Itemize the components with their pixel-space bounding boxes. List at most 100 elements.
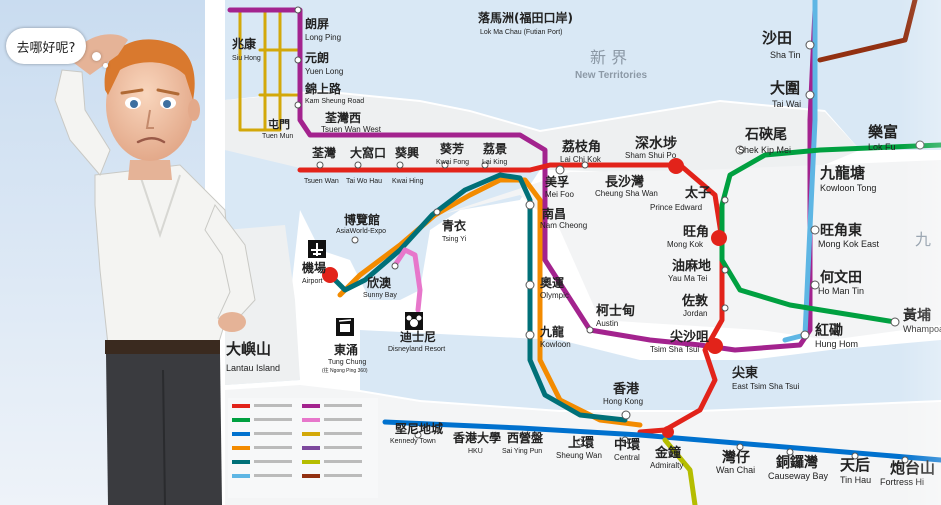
interchange-markers	[322, 158, 727, 438]
tsuen-wan-line	[297, 162, 725, 435]
mong-kok-east-zh: 旺角東	[820, 222, 862, 239]
tsuen-wan-west-en: Tsuen Wan West	[321, 125, 382, 134]
kwai-hing-en: Kwai Hing	[392, 178, 424, 185]
wan-chai-zh: 灣仔	[722, 449, 750, 466]
legend-swatch-airport	[232, 460, 250, 464]
tsing-yi-zh: 青衣	[442, 218, 466, 233]
tin-hau-en: Tin Hau	[840, 475, 871, 485]
long-ping-zh: 朗屏	[305, 16, 329, 31]
kwai-fong-en: Kwai Fong	[436, 159, 469, 166]
lai-king-zh: 荔景	[482, 141, 507, 156]
tsuen-wan-en: Tsuen Wan	[304, 178, 339, 185]
ho-man-tin-zh: 何文田	[820, 269, 862, 286]
tsuen-wan-line-labels: 荃灣 Tsuen Wan 大窩口 Tai Wo Hau 葵興 Kwai Hing…	[304, 135, 711, 354]
light-rail-line	[238, 8, 302, 132]
jordan-zh: 佐敦	[681, 293, 709, 309]
shek-kip-mei-zh: 石硤尾	[744, 127, 787, 143]
sheung-wan-en: Sheung Wan	[556, 451, 602, 460]
sha-tin-en: Sha Tin	[770, 50, 801, 60]
legend-swatch-west-rail	[302, 404, 320, 408]
disneyland-line	[392, 247, 423, 313]
nam-cheong-zh: 南昌	[542, 206, 566, 221]
speech-bubble: 去哪好呢?	[6, 28, 86, 64]
lok-ma-chau-en: Lok Ma Chau (Futian Port)	[480, 29, 562, 36]
lok-ma-chau-zh: 落馬洲(福田口岸)	[478, 10, 573, 25]
siu-hong-en: Siu Hong	[232, 55, 261, 62]
legend-swatch-south-island	[302, 460, 320, 464]
sham-shui-po-en: Sham Shui Po	[625, 151, 677, 160]
confused-man-figure	[54, 34, 256, 505]
yau-ma-tei-en: Yau Ma Tei	[668, 274, 708, 283]
airport-icon	[308, 240, 326, 258]
legend-swatch-disneyland	[302, 418, 320, 422]
wan-chai-en: Wan Chai	[716, 465, 755, 475]
causeway-bay-en: Causeway Bay	[768, 471, 829, 481]
tai-wai-en: Tai Wai	[772, 99, 801, 109]
tsim-sha-tsui-zh: 尖沙咀	[670, 329, 709, 345]
tai-wo-hau-en: Tai Wo Hau	[346, 178, 382, 185]
interchange-admiralty	[662, 426, 674, 438]
tung-chung-zh: 東涌	[334, 342, 358, 357]
east-tst-zh: 尖東	[732, 365, 758, 381]
lok-fu-en: Lok Fu	[868, 142, 896, 152]
lantau-island-en: Lantau Island	[226, 363, 280, 373]
kowloon-tong-zh: 九龍塘	[819, 164, 865, 182]
lai-chi-kok-en: Lai Chi Kok	[560, 155, 602, 164]
shek-kip-mei-en: Shek Kip Mei	[738, 145, 791, 155]
yuen-long-en: Yuen Long	[305, 67, 343, 76]
airport-en: Airport	[302, 278, 323, 285]
new-territories-zh: 新 界	[590, 48, 627, 67]
cable-car-icon	[336, 318, 354, 336]
legend-swatch-island	[232, 432, 250, 436]
new-territories-en: New Territories	[575, 70, 647, 81]
tung-chung-en: Tung Chung	[328, 359, 366, 366]
sheung-wan-zh: 上環	[568, 436, 595, 451]
ho-man-tin-en: Ho Man Tin	[818, 286, 864, 296]
austin-en: Austin	[596, 319, 618, 328]
kennedy-town-zh: 堅尼地城	[395, 421, 443, 436]
cheung-sha-wan-en: Cheung Sha Wan	[595, 189, 658, 198]
sai-ying-pun-en: Sai Ying Pun	[502, 448, 542, 455]
asiaworld-en: AsiaWorld-Expo	[336, 228, 386, 235]
thought-dot-small	[103, 63, 108, 68]
west-station-labels: 博覽館 AsiaWorld-Expo 青衣 Tsing Yi 南昌 Nam Ch…	[302, 206, 635, 374]
sha-tin-zh: 沙田	[762, 29, 792, 47]
tsing-yi-en: Tsing Yi	[442, 236, 467, 243]
disneyland-en: Disneyland Resort	[388, 346, 445, 353]
long-ping-en: Long Ping	[305, 33, 341, 42]
sham-shui-po-zh: 深水埗	[635, 135, 677, 152]
hku-en: HKU	[468, 448, 483, 455]
kam-sheung-zh: 錦上路	[304, 81, 342, 96]
mong-kok-east-en: Mong Kok East	[818, 239, 880, 249]
tung-chung-sub: (往 Ngong Ping 360)	[322, 367, 368, 374]
interchange-mong-kok	[711, 230, 727, 246]
island-line-labels: 香港 Hong Kong 堅尼地城 Kennedy Town 香港大學 HKU …	[390, 381, 935, 487]
prince-edward-zh: 太子	[684, 185, 711, 201]
prince-edward-en: Prince Edward	[650, 203, 702, 212]
kam-sheung-en: Kam Sheung Road	[305, 98, 364, 105]
cheung-sha-wan-zh: 長沙灣	[605, 174, 644, 190]
station-ticks	[294, 6, 925, 464]
kennedy-town-en: Kennedy Town	[390, 438, 436, 445]
admiralty-en: Admiralty	[650, 461, 683, 470]
kowloon-zh: 九龍	[539, 324, 564, 339]
tin-hau-zh: 天后	[840, 456, 870, 474]
lai-chi-kok-zh: 荔枝角	[561, 139, 601, 155]
yuen-long-zh: 元朗	[305, 50, 329, 65]
admiralty-zh: 金鐘	[654, 445, 681, 461]
thought-dot-large	[92, 52, 101, 61]
legend-swatch-light-rail	[302, 432, 320, 436]
mong-kok-en: Mong Kok	[667, 240, 704, 249]
east-tst-en: East Tsim Sha Tsui	[732, 382, 800, 391]
sai-ying-pun-zh: 西營盤	[507, 430, 544, 445]
east-rail-line	[782, 0, 818, 343]
nam-cheong-en: Nam Cheong	[540, 221, 587, 230]
tai-wai-zh: 大圍	[770, 79, 800, 97]
legend-swatch-tsuen-wan	[232, 404, 250, 408]
kowloon-tong-en: Kowloon Tong	[820, 183, 876, 193]
interchange-tsim-sha-tsui	[707, 338, 723, 354]
airport-zh: 機場	[302, 260, 326, 275]
south-island-line	[662, 437, 698, 505]
legend-swatch-tko	[302, 446, 320, 450]
island-line	[382, 419, 941, 463]
